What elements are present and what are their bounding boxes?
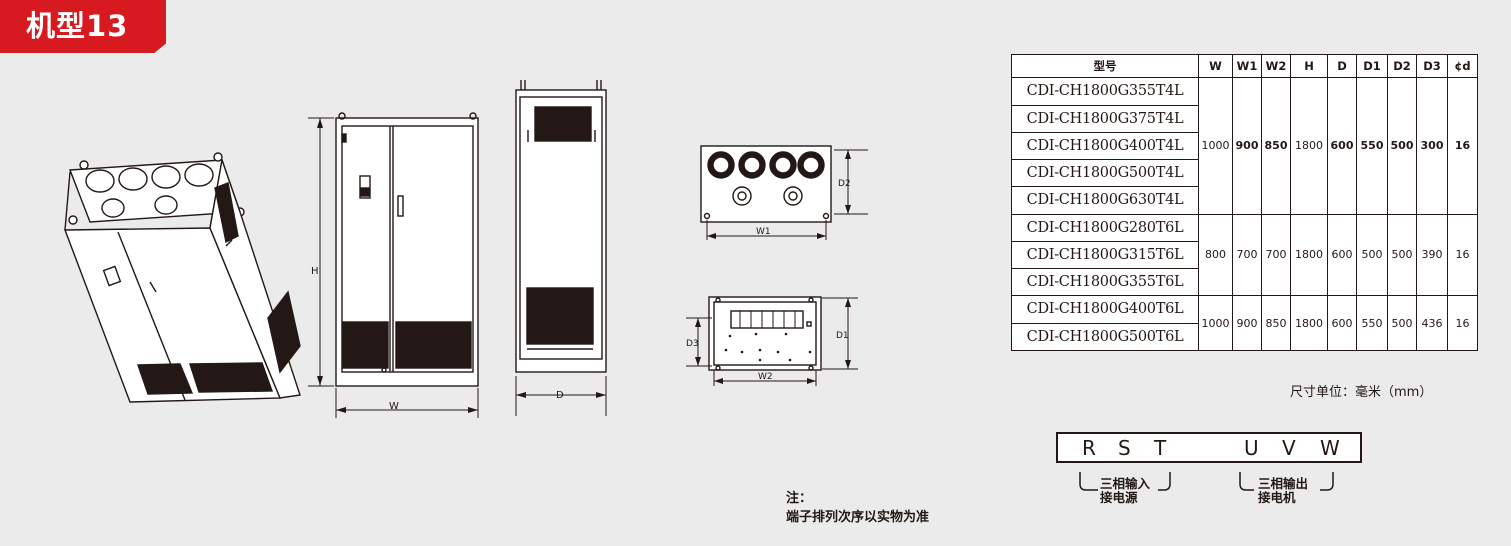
value-cell: 300 xyxy=(1416,77,1448,215)
terminal-r: R xyxy=(1082,436,1096,460)
model-cell: CDI-CH1800G500T4L xyxy=(1011,159,1199,188)
model-cell: CDI-CH1800G355T4L xyxy=(1011,77,1199,106)
terminal-v: V xyxy=(1282,436,1296,460)
value-cell: 850 xyxy=(1261,77,1291,215)
value-cell: 1000 xyxy=(1198,77,1233,215)
header-cell: ¢d xyxy=(1447,53,1478,79)
table-row: CDI-CH1800G315T6L xyxy=(1011,240,1478,270)
header-cell: W2 xyxy=(1261,53,1291,79)
value-cell: 700 xyxy=(1232,213,1262,297)
table-row: CDI-CH1800G355T6L xyxy=(1011,268,1478,297)
value-cell: 700 xyxy=(1261,213,1291,297)
value-cell: 900 xyxy=(1232,77,1262,215)
model-cell: CDI-CH1800G400T4L xyxy=(1011,131,1199,161)
terminal-u: U xyxy=(1244,436,1259,460)
table-row: CDI-CH1800G400T4L xyxy=(1011,131,1478,161)
value-cell: 1800 xyxy=(1290,77,1328,215)
dim-label-w: W xyxy=(389,401,399,412)
note-text: 端子排列次序以实物为准 xyxy=(786,510,930,525)
dim-label-d: D xyxy=(556,390,564,401)
dim-label-w1: W1 xyxy=(756,227,771,237)
input-label: 三相输入 接电源 xyxy=(1100,477,1150,505)
output-label: 三相输出 接电机 xyxy=(1258,477,1308,505)
value-cell: 800 xyxy=(1198,213,1233,297)
value-cell: 16 xyxy=(1447,213,1478,297)
model-cell: CDI-CH1800G500T6L xyxy=(1011,322,1199,352)
dim-label-d1: D1 xyxy=(836,331,849,341)
side-view xyxy=(515,80,607,416)
terminal-strip: R S T U V W xyxy=(1056,432,1362,463)
model-cell: CDI-CH1800G375T4L xyxy=(1011,104,1199,133)
output-label-line2: 接电机 xyxy=(1258,490,1296,505)
value-cell: 550 xyxy=(1356,295,1388,351)
model-badge: 机型13 xyxy=(0,0,166,53)
header-cell: D xyxy=(1327,53,1357,79)
model-cell: CDI-CH1800G280T6L xyxy=(1011,213,1199,242)
terminal-s: S xyxy=(1118,436,1131,460)
table-row: CDI-CH1800G355T4L 1000 900 850 1800 600 … xyxy=(1011,77,1478,215)
value-cell: 16 xyxy=(1447,295,1478,351)
model-cell: CDI-CH1800G630T4L xyxy=(1011,186,1199,215)
model-cell: CDI-CH1800G315T6L xyxy=(1011,240,1199,270)
header-cell: H xyxy=(1290,53,1328,79)
badge-title: 机型13 xyxy=(26,9,129,43)
dim-label-h: H xyxy=(311,266,319,277)
value-cell: 500 xyxy=(1387,295,1417,351)
value-cell: 500 xyxy=(1387,213,1417,297)
bottom-view xyxy=(686,296,858,386)
table-row: CDI-CH1800G630T4L xyxy=(1011,186,1478,215)
header-cell: D3 xyxy=(1416,53,1448,79)
model-cell: CDI-CH1800G355T6L xyxy=(1011,268,1199,297)
table-row: CDI-CH1800G280T6L 800 700 700 1800 600 5… xyxy=(1011,213,1478,297)
table-row: CDI-CH1800G500T6L xyxy=(1011,322,1478,352)
input-label-line2: 接电源 xyxy=(1100,490,1138,505)
table-header-row: 型号 W W1 W2 H D D1 D2 D3 ¢d xyxy=(1011,53,1478,79)
model-cell: CDI-CH1800G400T6L xyxy=(1011,295,1199,324)
isometric-cabinet xyxy=(63,152,301,403)
value-cell: 600 xyxy=(1327,213,1357,297)
input-label-line1: 三相输入 xyxy=(1100,476,1151,491)
header-cell: D1 xyxy=(1356,53,1388,79)
dim-label-w2: W2 xyxy=(758,372,773,382)
value-cell: 1000 xyxy=(1198,295,1233,351)
header-cell: D2 xyxy=(1387,53,1417,79)
value-cell: 900 xyxy=(1232,295,1262,351)
value-cell: 600 xyxy=(1327,77,1357,215)
value-cell: 850 xyxy=(1261,295,1291,351)
unit-note: 尺寸单位：毫米（mm） xyxy=(1290,385,1433,400)
dim-label-d3: D3 xyxy=(686,339,699,349)
spec-table: 型号 W W1 W2 H D D1 D2 D3 ¢d CDI-CH1800G35… xyxy=(1011,53,1478,352)
top-view xyxy=(700,145,868,240)
output-label-line1: 三相输出 xyxy=(1258,476,1309,491)
table-row: CDI-CH1800G400T6L 1000 900 850 1800 600 … xyxy=(1011,295,1478,351)
terminal-w: W xyxy=(1320,436,1340,460)
front-view xyxy=(308,112,479,418)
value-cell: 500 xyxy=(1356,213,1388,297)
note-title: 注： xyxy=(786,491,813,506)
header-cell: W xyxy=(1198,53,1233,79)
value-cell: 390 xyxy=(1416,213,1448,297)
terminal-t: T xyxy=(1154,436,1167,460)
value-cell: 1800 xyxy=(1290,213,1328,297)
header-cell: 型号 xyxy=(1011,53,1199,79)
value-cell: 550 xyxy=(1356,77,1388,215)
value-cell: 436 xyxy=(1416,295,1448,351)
table-row: CDI-CH1800G500T4L xyxy=(1011,159,1478,188)
value-cell: 16 xyxy=(1447,77,1478,215)
cabinet-drawings: H W D xyxy=(63,80,868,418)
value-cell: 1800 xyxy=(1290,295,1328,351)
value-cell: 600 xyxy=(1327,295,1357,351)
value-cell: 500 xyxy=(1387,77,1417,215)
dim-label-d2: D2 xyxy=(838,179,851,189)
header-cell: W1 xyxy=(1232,53,1262,79)
